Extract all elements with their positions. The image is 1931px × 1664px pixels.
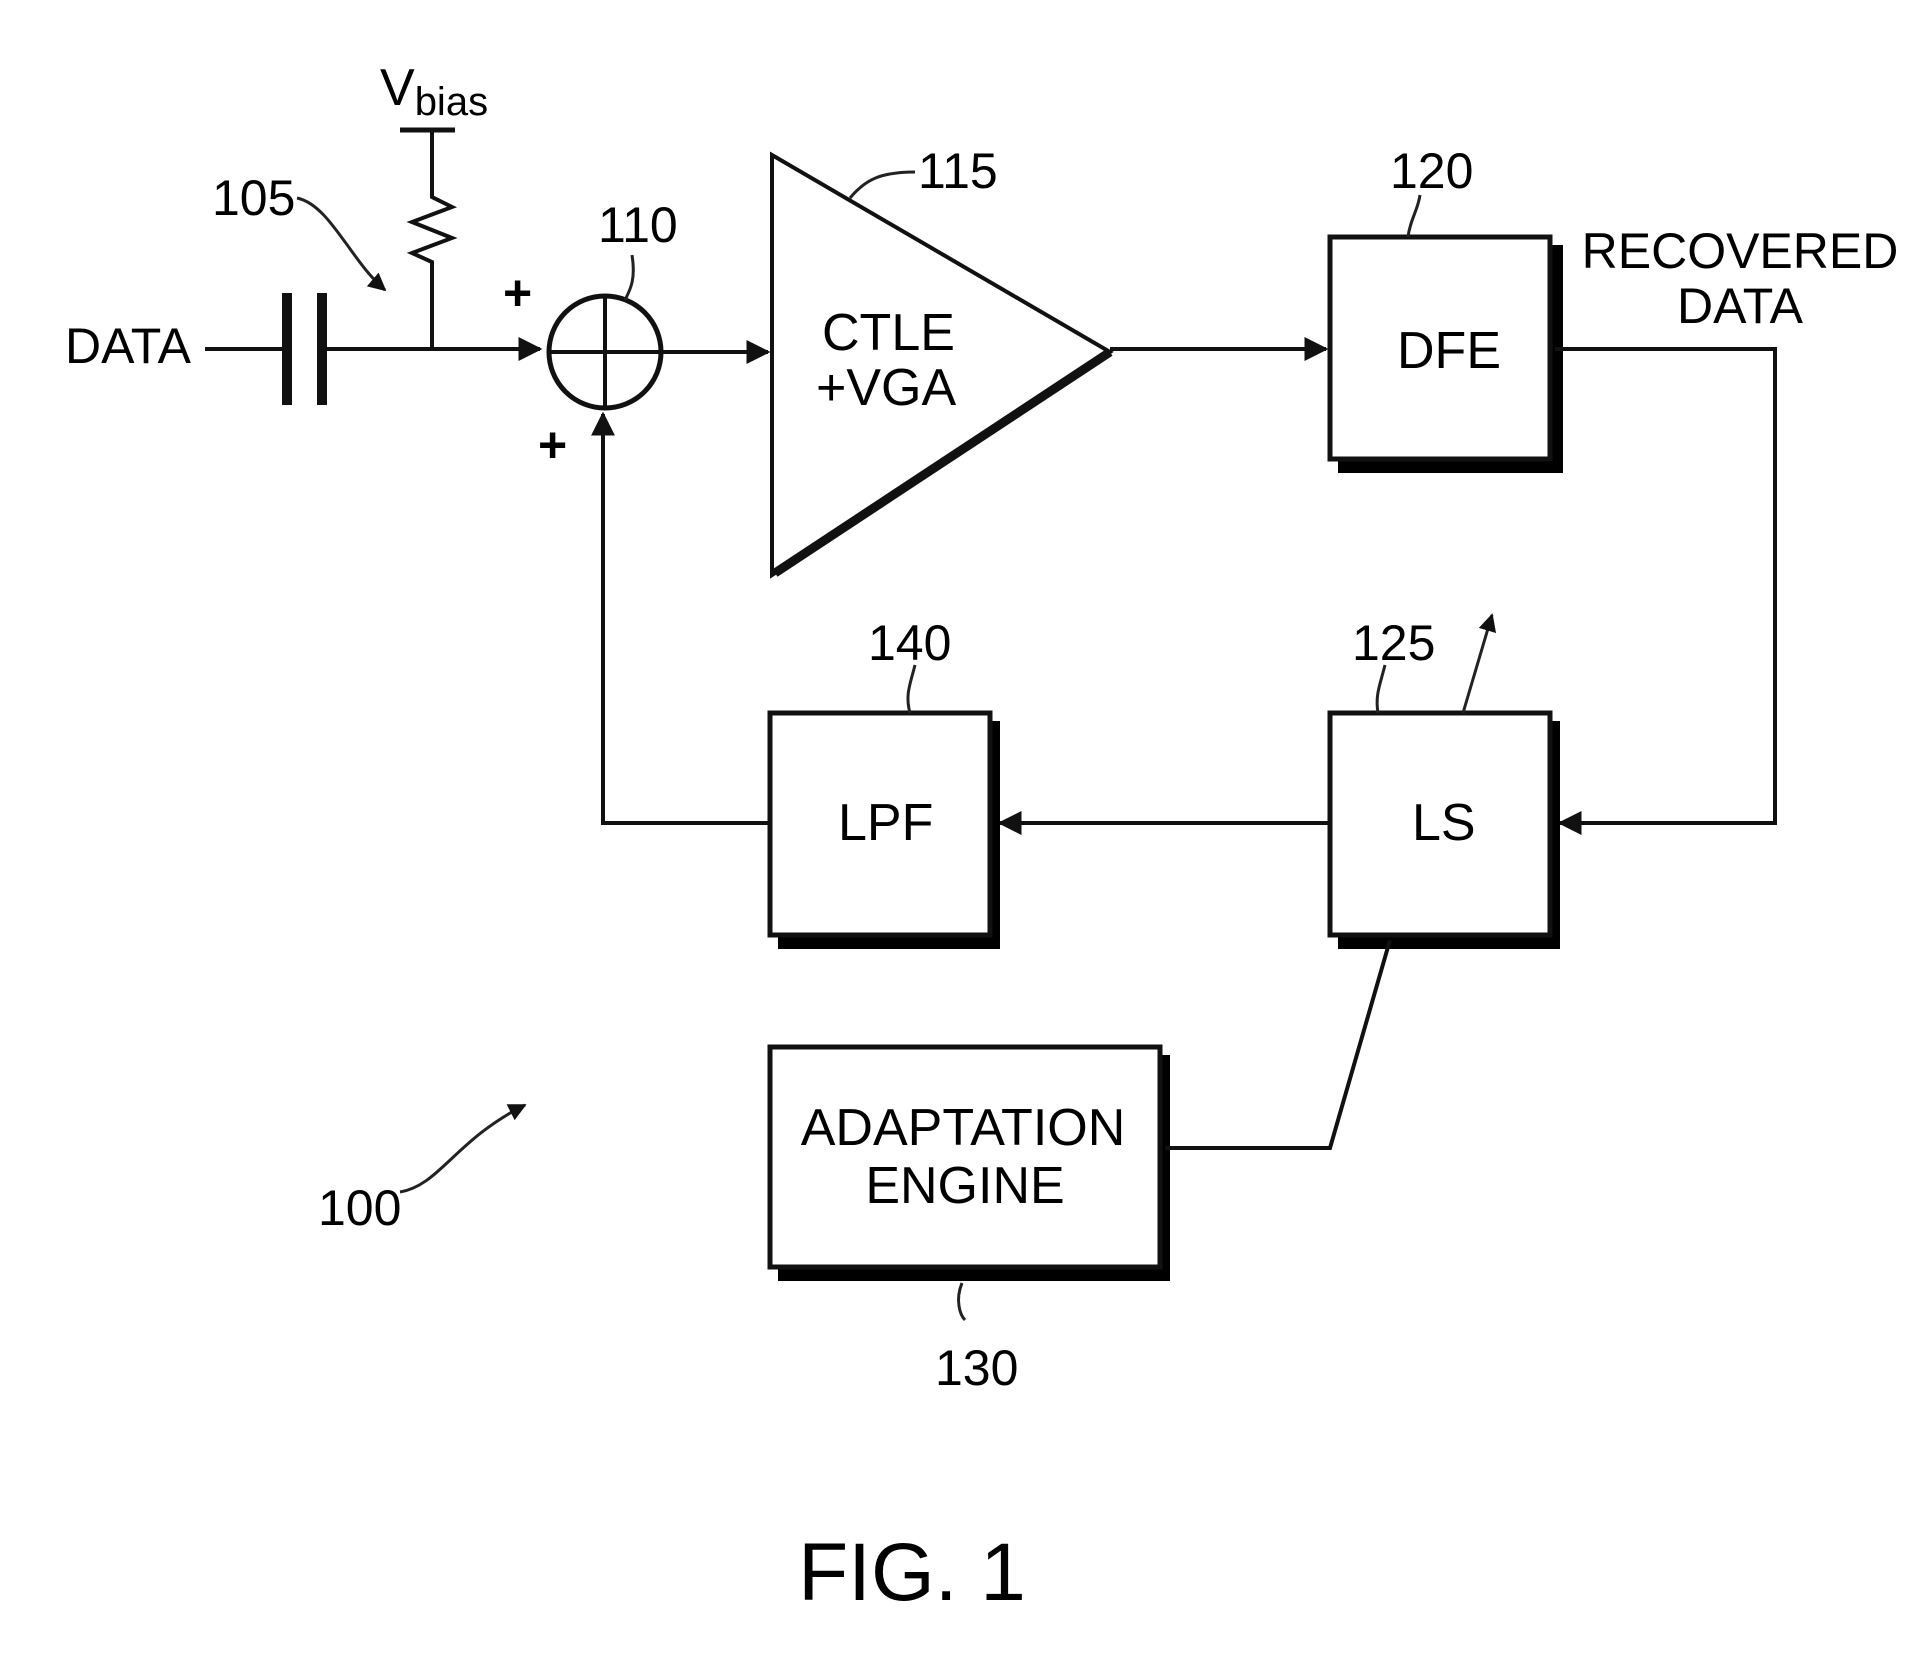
ls-adjust-arrow [1463, 615, 1492, 713]
ref-110: 110 [598, 197, 678, 253]
ref-125: 125 [1352, 615, 1435, 671]
leader-105 [297, 198, 385, 290]
ref-120: 120 [1390, 143, 1473, 199]
ref-105: 105 [212, 170, 295, 226]
adaptation-label-line2: ENGINE [865, 1157, 1064, 1215]
leader-140 [908, 665, 915, 713]
ctle-label: CTLE [822, 304, 955, 362]
ref-130: 130 [935, 1340, 1018, 1396]
leader-130 [959, 1283, 965, 1320]
vga-label: +VGA [816, 359, 956, 417]
figure-title: FIG. 1 [798, 1527, 1026, 1618]
leader-125 [1377, 665, 1385, 713]
ref-115: 115 [918, 143, 998, 199]
summer-sign-bottom: + [538, 417, 567, 473]
adaptation-label-line1: ADAPTATION [801, 1099, 1126, 1157]
summer-sign-top: + [503, 265, 532, 321]
bias-resistor [412, 130, 452, 349]
ref-140: 140 [868, 615, 951, 671]
leader-120 [1408, 195, 1420, 237]
wire-adaptation-to-ls [1165, 940, 1390, 1148]
recovered-label-line2: DATA [1677, 278, 1804, 334]
dfe-label: DFE [1397, 322, 1501, 380]
ls-label: LS [1412, 794, 1476, 852]
wire-lpf-to-summer [603, 414, 770, 823]
lpf-label: LPF [838, 794, 933, 852]
leader-115 [850, 172, 915, 198]
vbias-label: Vbias [380, 59, 488, 124]
recovered-label-line1: RECOVERED [1582, 223, 1899, 279]
wire-dfe-to-ls [1555, 349, 1775, 823]
leader-110 [625, 255, 633, 300]
ref-100: 100 [318, 1180, 401, 1236]
input-data-label: DATA [65, 318, 192, 374]
leader-100 [400, 1105, 525, 1192]
